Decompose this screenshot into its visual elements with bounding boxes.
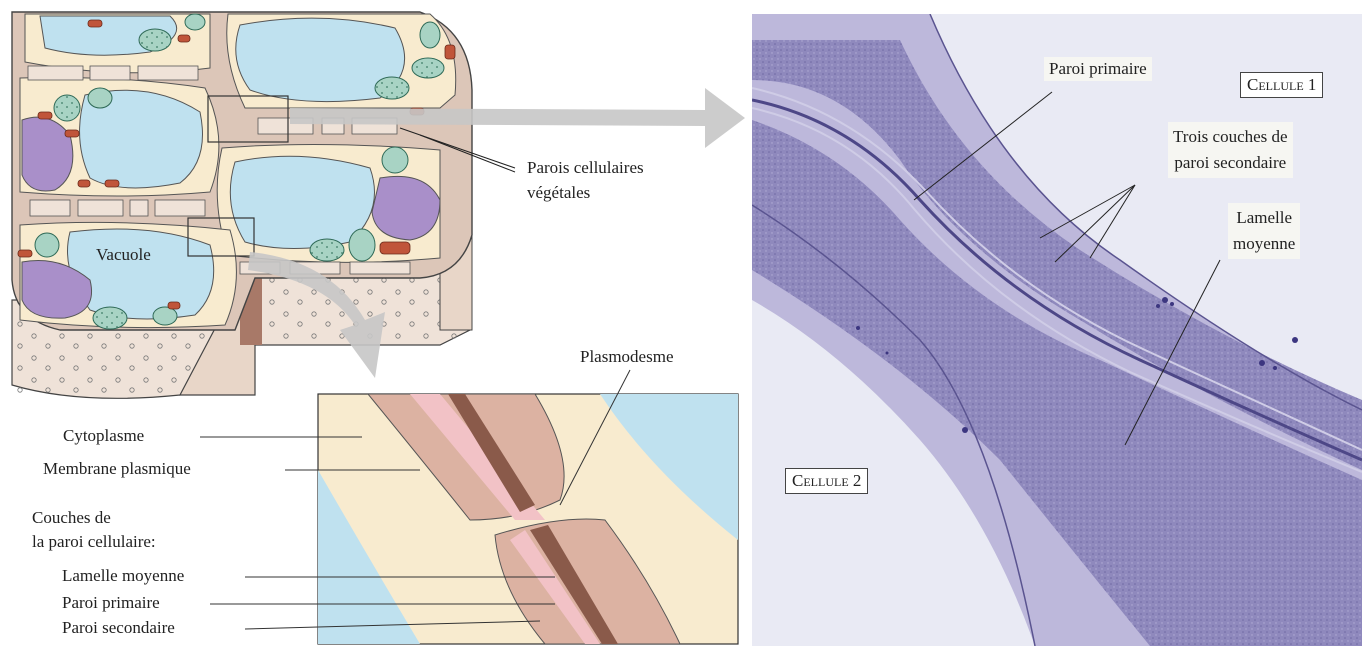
micro-label-lamelle: Lamelle moyenne [1228, 203, 1300, 259]
label-lamelle-moyenne: Lamelle moyenne [62, 566, 184, 586]
label-cytoplasme: Cytoplasme [63, 426, 144, 446]
label-walls-line1: Parois cellulaires [527, 158, 644, 178]
micro-label-lamelle-line1: Lamelle [1233, 205, 1295, 231]
label-paroi-secondaire: Paroi secondaire [62, 618, 175, 638]
label-couches-line2: la paroi cellulaire: [32, 532, 156, 552]
micro-label-trois-line2: paroi secondaire [1173, 150, 1288, 176]
detail-panel [318, 394, 738, 644]
tissue-block [12, 12, 472, 398]
label-paroi-primaire: Paroi primaire [62, 593, 160, 613]
micro-label-trois-couches: Trois couches de paroi secondaire [1168, 122, 1293, 178]
micro-label-cellule-1: Cellule 1 [1240, 72, 1323, 98]
label-walls-line2: végétales [527, 183, 590, 203]
micro-label-cellule-2: Cellule 2 [785, 468, 868, 494]
micro-label-trois-line1: Trois couches de [1173, 124, 1288, 150]
cell-3 [20, 77, 219, 196]
micrograph [752, 14, 1362, 646]
label-membrane-plasmique: Membrane plasmique [43, 459, 191, 479]
micro-label-paroi-primaire: Paroi primaire [1044, 57, 1152, 81]
cell-1 [25, 14, 210, 73]
label-plasmodesme: Plasmodesme [580, 347, 674, 367]
label-vacuole: Vacuole [96, 245, 151, 265]
label-couches-line1: Couches de [32, 508, 111, 528]
micro-label-lamelle-line2: moyenne [1233, 231, 1295, 257]
